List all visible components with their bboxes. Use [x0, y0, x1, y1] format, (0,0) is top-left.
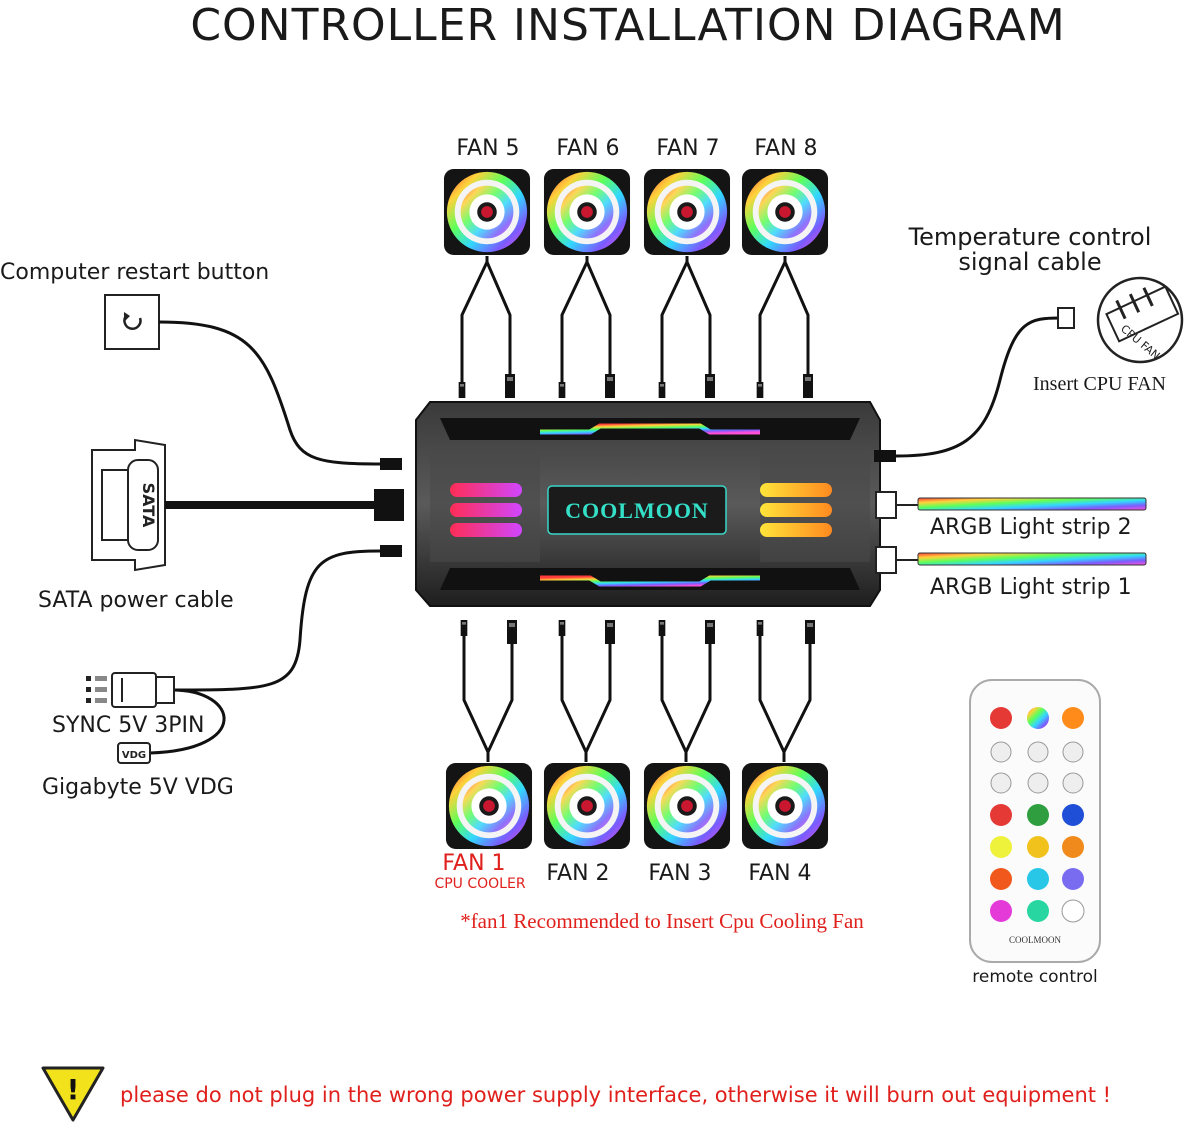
restart-button-icon — [104, 294, 160, 350]
remote-control: COOLMOON remote control — [969, 679, 1101, 987]
port-icon — [380, 545, 402, 557]
light-bar — [450, 483, 522, 497]
fan-1-icon — [445, 762, 533, 850]
sync-cable — [171, 549, 381, 692]
fan-7-label: FAN 7 — [656, 136, 719, 161]
vdg-cable — [149, 688, 226, 755]
connector-icon — [756, 620, 764, 636]
temperature-cable — [895, 316, 1061, 458]
fan-8-cable — [758, 256, 810, 385]
fan-2-label: FAN 2 — [546, 861, 609, 886]
fan-4-icon — [741, 762, 829, 850]
right-connections: Temperature control signal cable CPU FAN… — [875, 223, 1184, 600]
light-bar — [450, 523, 522, 537]
port-icon — [380, 458, 402, 470]
fan-6-label: FAN 6 — [556, 136, 619, 161]
connector-icon — [705, 620, 715, 644]
top-fan-group: FAN 5 FAN 6 FAN 7 FAN 8 — [443, 136, 829, 398]
connector-icon — [558, 620, 566, 636]
restart-cable — [158, 320, 381, 466]
fan-3-icon — [643, 762, 731, 850]
fan-5-icon — [443, 168, 531, 256]
connector-icon — [507, 620, 517, 644]
sync-3pin-connector-icon — [86, 672, 175, 708]
temp-cable-label-line1: Temperature control — [908, 223, 1152, 251]
port-icon — [374, 489, 404, 521]
argb-strip-1-icon — [917, 552, 1147, 566]
fan-8-label: FAN 8 — [754, 136, 817, 161]
fan-1-sublabel: CPU COOLER — [434, 876, 525, 892]
fan-1-note: *fan1 Recommended to Insert Cpu Cooling … — [460, 909, 864, 933]
light-bar — [450, 503, 522, 517]
sata-cable-label: SATA power cable — [38, 588, 234, 613]
connector-icon — [605, 620, 615, 644]
controller-hub: COOLMOON — [374, 401, 896, 607]
connector-icon — [558, 382, 566, 398]
warning-banner: ! please do not plug in the wrong power … — [41, 1066, 1111, 1122]
sata-plug-label: SATA — [139, 483, 158, 528]
connector-icon — [803, 374, 813, 398]
warning-icon — [41, 1066, 105, 1122]
temp-cable-label-line2: signal cable — [958, 248, 1101, 276]
diagram-title: CONTROLLER INSTALLATION DIAGRAM — [190, 0, 1065, 51]
fan-7-cable — [660, 256, 712, 385]
fan-3-cable — [660, 636, 712, 762]
sync-label: SYNC 5V 3PIN — [52, 713, 204, 738]
light-bar — [760, 503, 832, 517]
warning-symbol: ! — [67, 1073, 80, 1106]
connector-icon — [605, 374, 615, 398]
insert-cpu-fan-label: Insert CPU FAN — [1033, 373, 1166, 395]
fan-3-label: FAN 3 — [648, 861, 711, 886]
fan-5-cable — [460, 256, 512, 385]
remote-brand-label: COOLMOON — [1009, 935, 1062, 945]
warning-text: please do not plug in the wrong power su… — [120, 1083, 1111, 1107]
hub-brand-label: COOLMOON — [565, 498, 709, 523]
argb-strip-2-icon — [917, 497, 1147, 511]
connector-icon — [458, 382, 466, 398]
fan-1-cable — [462, 636, 514, 762]
mode-button-icon — [1062, 707, 1084, 729]
fan-4-cable — [758, 636, 812, 762]
vdg-label: Gigabyte 5V VDG — [42, 775, 234, 800]
power-button-icon — [990, 707, 1012, 729]
argb-strip-2-label: ARGB Light strip 2 — [930, 515, 1132, 540]
connector-icon — [658, 382, 666, 398]
restart-button-label: Computer restart button — [0, 260, 269, 285]
light-bar — [760, 483, 832, 497]
bottom-fan-group: FAN 1 CPU COOLER FAN 2 FAN 3 FAN 4 *fan1… — [434, 620, 864, 933]
strip-1-plug-icon — [875, 546, 897, 574]
fan-5-label: FAN 5 — [456, 136, 519, 161]
play-button-icon — [1027, 707, 1049, 729]
port-icon — [874, 450, 896, 462]
connector-icon — [705, 374, 715, 398]
cpu-fan-header-icon: CPU FAN — [1096, 276, 1184, 364]
fan-2-icon — [543, 762, 631, 850]
strip-2-plug-icon — [875, 491, 897, 519]
sata-connector-icon: SATA — [91, 438, 166, 572]
fan-6-cable — [560, 256, 612, 385]
light-bar — [760, 523, 832, 537]
vdg-plug-label: VDG — [122, 750, 146, 761]
fan-4-label: FAN 4 — [748, 861, 811, 886]
fan-6-icon — [543, 168, 631, 256]
connector-icon — [505, 374, 515, 398]
fan-2-cable — [560, 636, 612, 762]
fan-8-icon — [741, 168, 829, 256]
left-connections: Computer restart button SATA SATA power … — [0, 260, 381, 800]
vdg-connector-icon: VDG — [117, 742, 151, 764]
fan-7-icon — [643, 168, 731, 256]
connector-icon — [460, 620, 468, 636]
connector-icon — [805, 620, 815, 644]
temp-plug-icon — [1057, 307, 1075, 329]
argb-strip-1-label: ARGB Light strip 1 — [930, 575, 1132, 600]
connector-icon — [658, 620, 666, 636]
connector-icon — [756, 382, 764, 398]
remote-caption: remote control — [972, 967, 1098, 987]
fan-1-label: FAN 1 — [442, 851, 505, 876]
